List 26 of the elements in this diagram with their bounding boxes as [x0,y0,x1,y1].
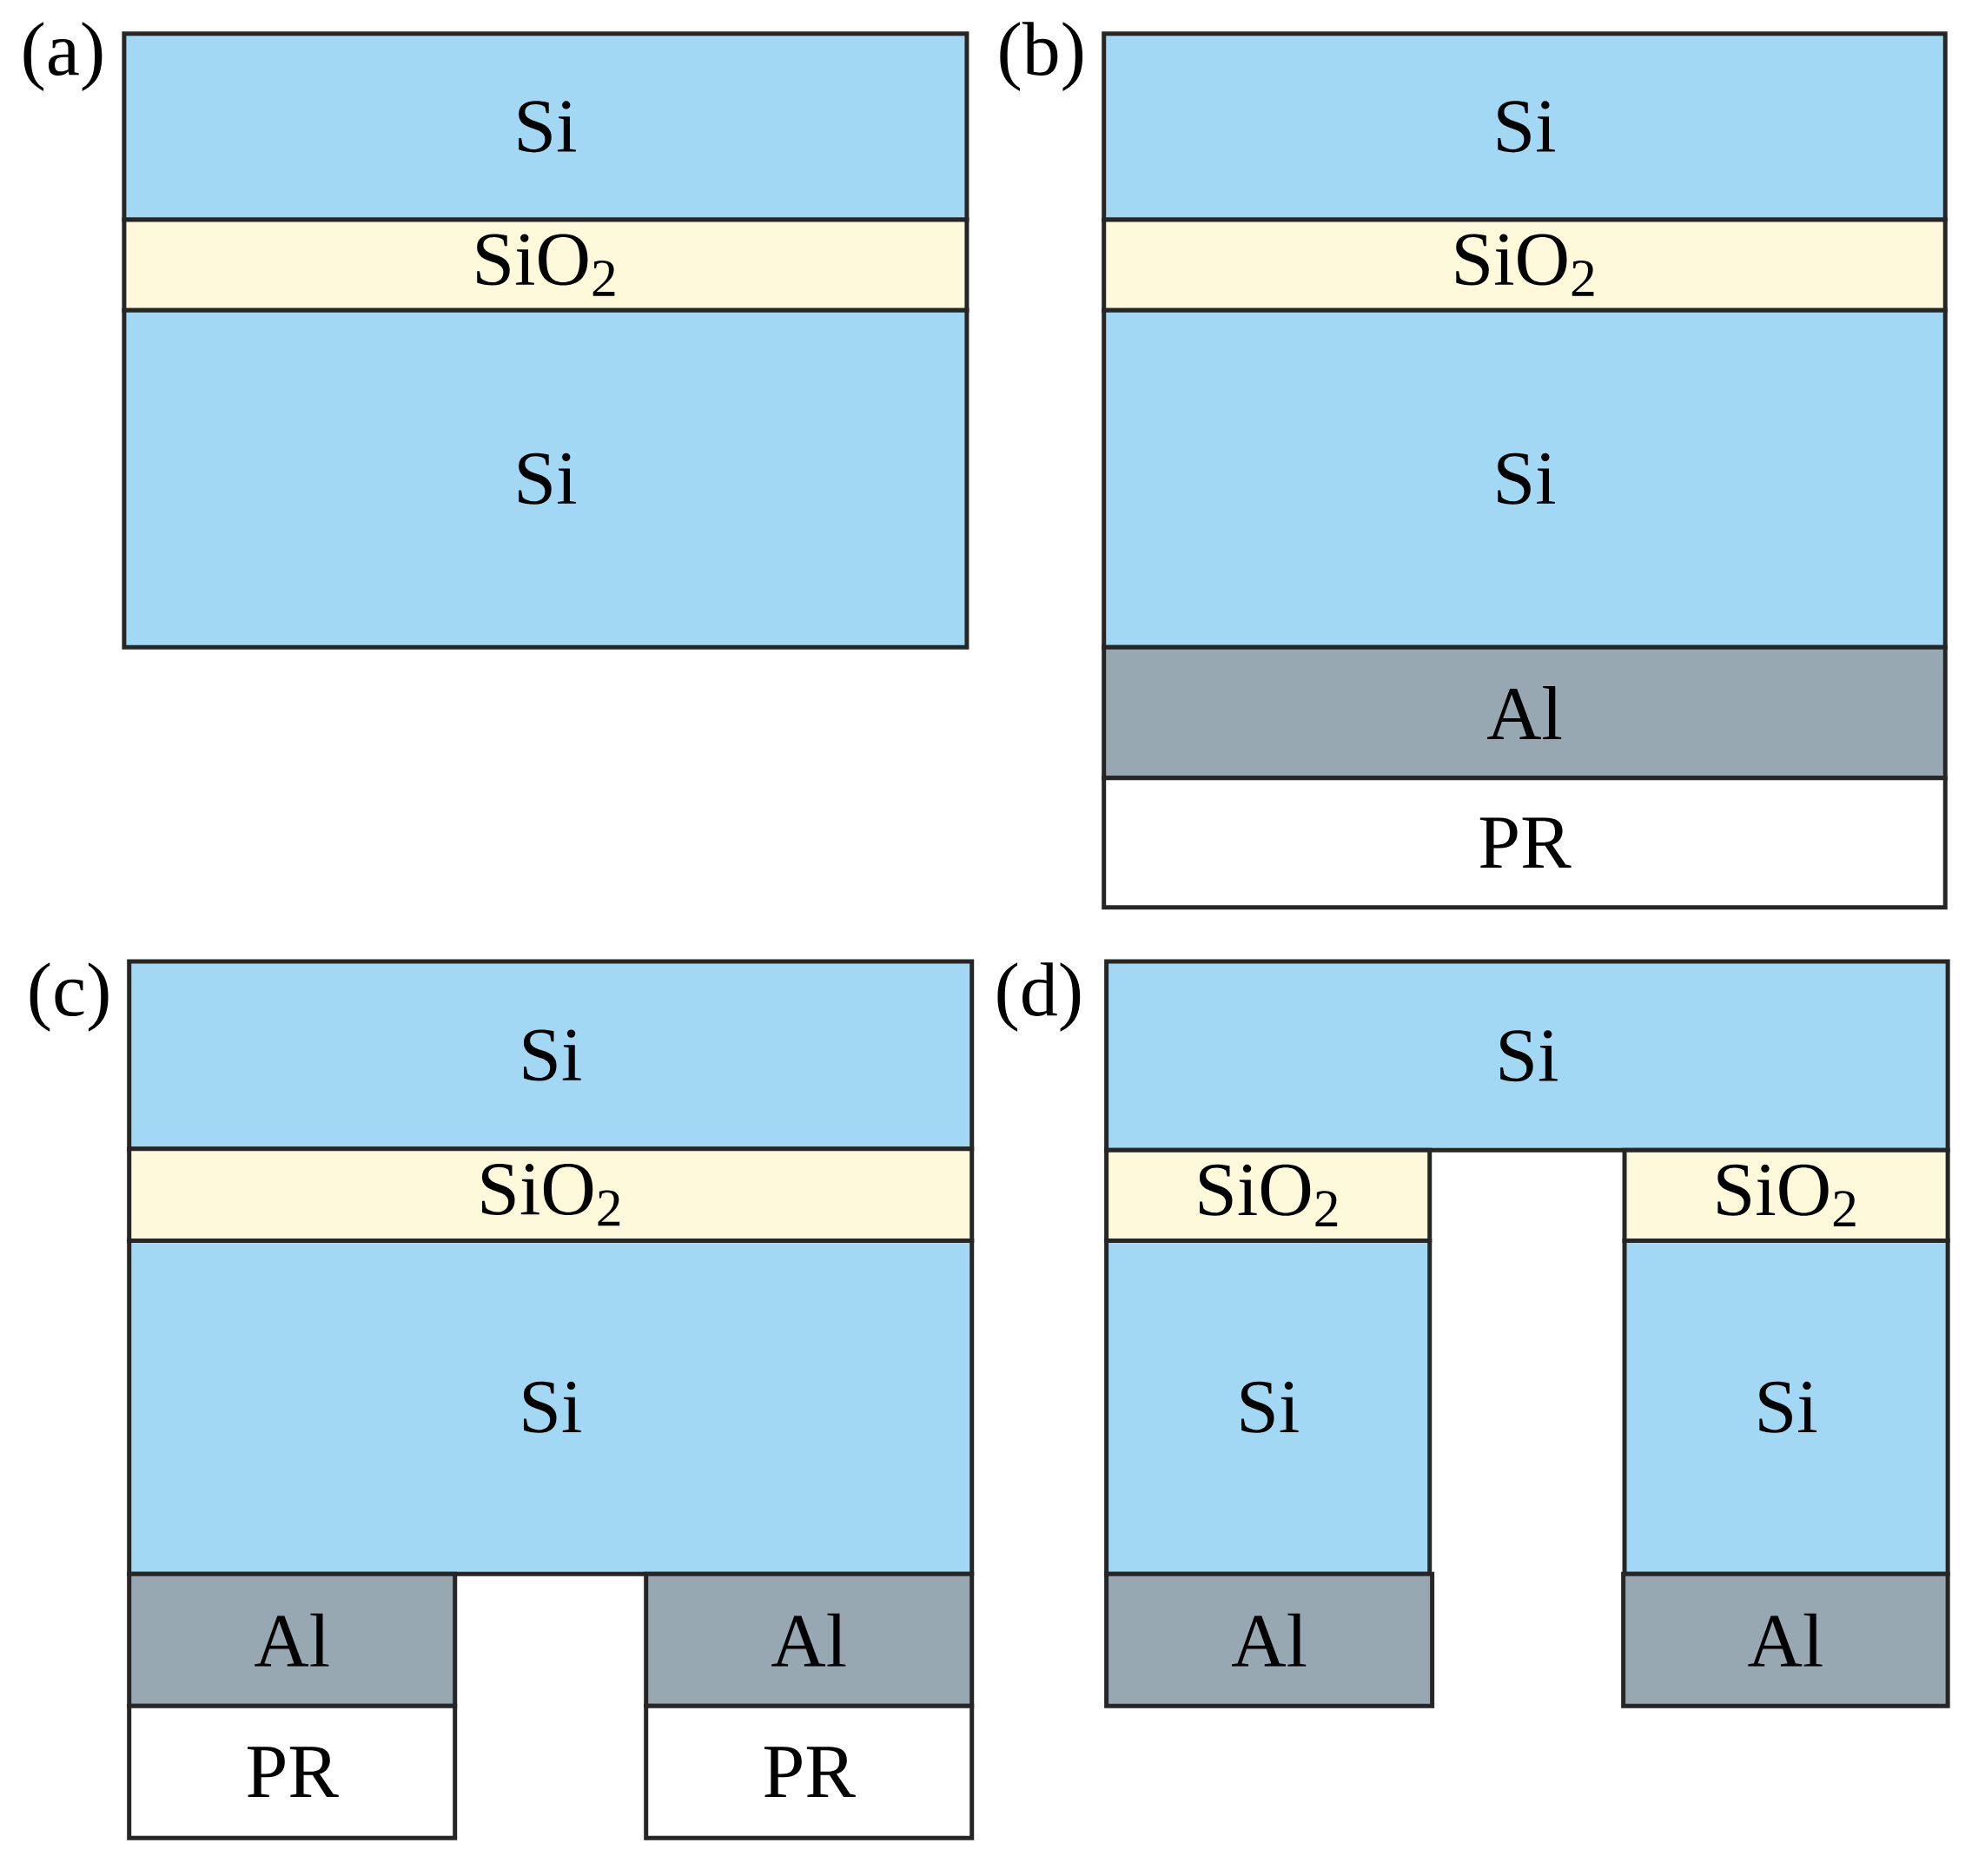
oxide-layer: SiO$_{2}$ [127,1146,975,1243]
aluminum-layer: Al [1104,1571,1435,1708]
photoresist-layer: PR [1102,776,1948,910]
panel-label: (c) [30,962,109,1032]
aluminum-layer: Al [127,1571,458,1708]
aluminum-layer: Al [644,1571,975,1708]
oxide-layer: SiO$_{2}$ [122,217,969,313]
photoresist-layer: PR [644,1703,975,1840]
silicon-layer: Si [1622,1239,1950,1576]
oxide-layer: SiO$_{2}$ [1102,217,1948,313]
silicon-layer: Si [127,1239,975,1576]
silicon-layer: Si [1102,31,1948,222]
aluminum-layer: Al [1621,1571,1950,1708]
aluminum-layer: Al [1102,644,1948,781]
panel-label: (d) [997,962,1081,1032]
silicon-layer: Si [1102,307,1948,650]
panel-label: (b) [1000,22,1083,91]
silicon-layer: Si [1104,959,1950,1153]
silicon-layer: Si [122,31,969,222]
oxide-layer: SiO$_{2}$ [1104,1147,1433,1243]
panel-label: (a) [23,22,103,91]
photoresist-layer: PR [127,1703,458,1840]
silicon-layer: Si [127,959,975,1152]
silicon-layer: Si [122,307,969,650]
oxide-layer: SiO$_{2}$ [1622,1147,1950,1243]
silicon-layer: Si [1104,1239,1433,1576]
